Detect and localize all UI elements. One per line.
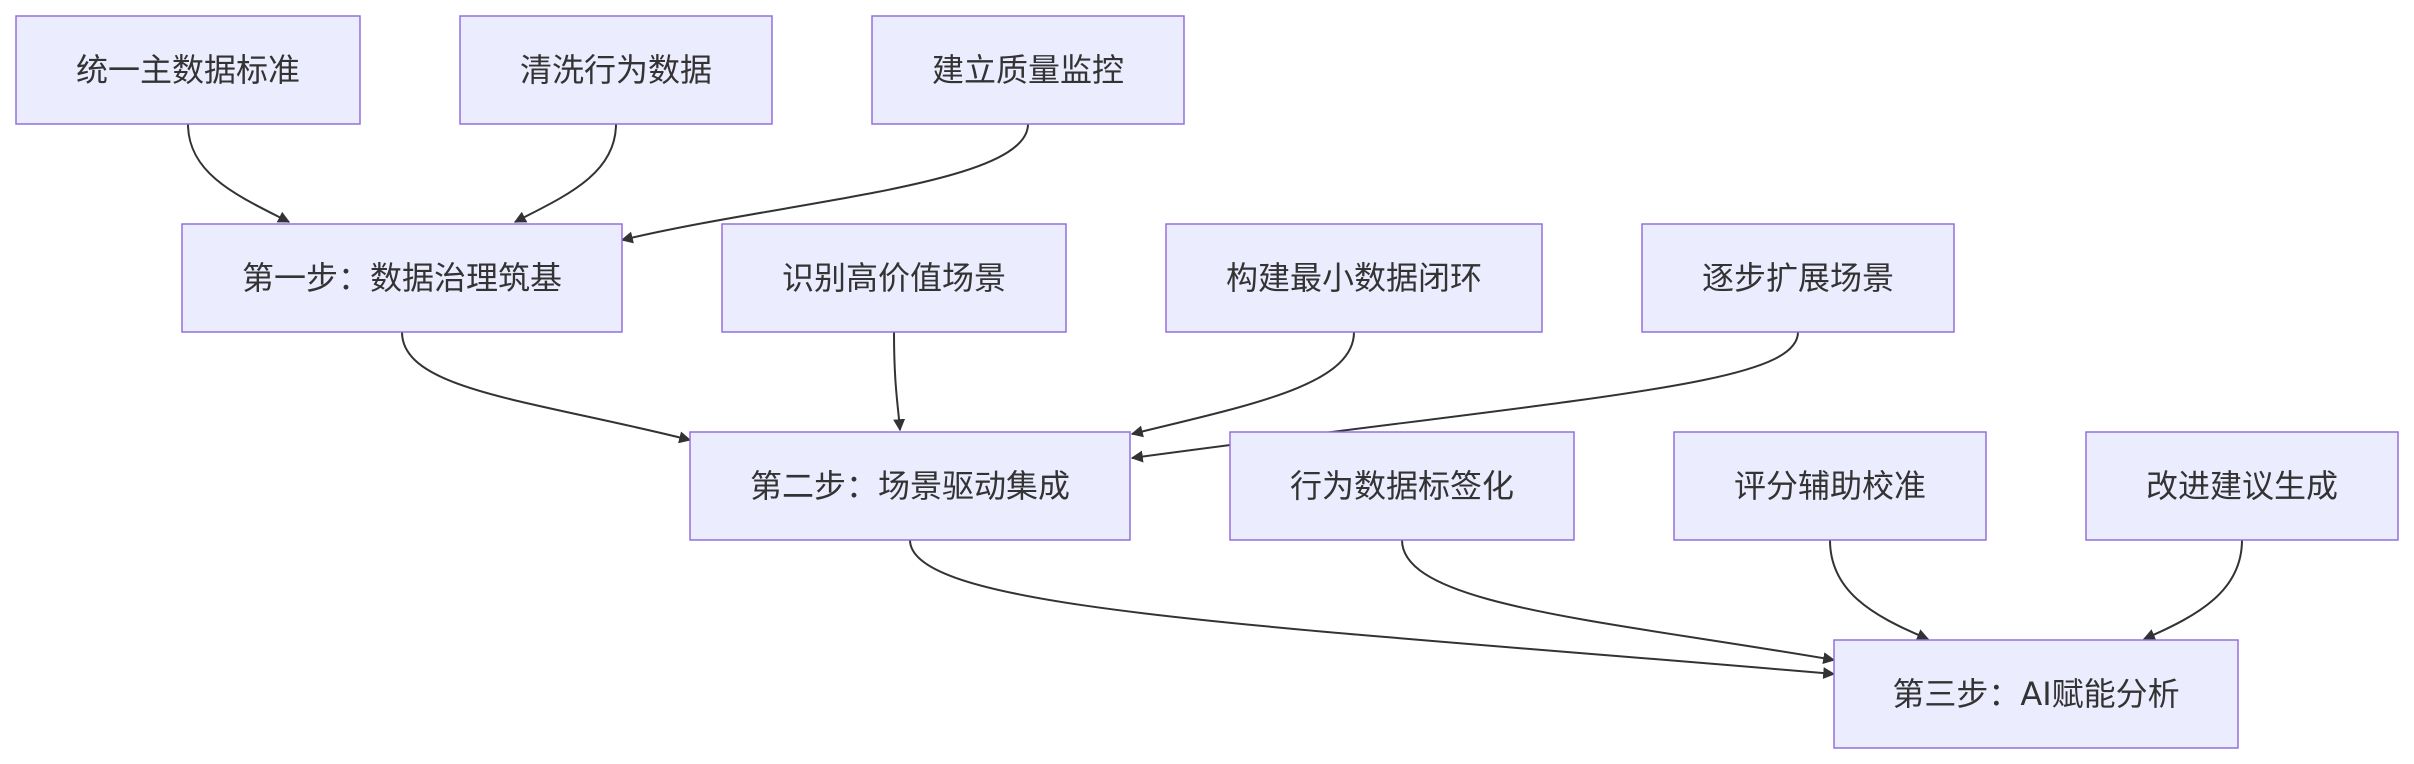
node-label: 改进建议生成 (2146, 467, 2338, 505)
edge-n4-to-s2 (893, 331, 906, 432)
edge-n8-to-s3 (1829, 539, 1930, 641)
node-clean-behavior-data[interactable]: 清洗行为数据 (459, 15, 773, 125)
node-score-calibration[interactable]: 评分辅助校准 (1673, 431, 1987, 541)
node-label: 第一步：数据治理筑基 (242, 259, 562, 297)
node-behavior-tagging[interactable]: 行为数据标签化 (1229, 431, 1575, 541)
node-label: 统一主数据标准 (76, 51, 300, 89)
edges-layer (187, 123, 2243, 680)
node-expand-scenarios[interactable]: 逐步扩展场景 (1641, 223, 1955, 333)
edge-s2-to-s3 (909, 539, 1836, 680)
edge-n9-to-s3 (2142, 539, 2243, 641)
edge-n5-to-s2 (1130, 331, 1355, 438)
node-step-two[interactable]: 第二步：场景驱动集成 (689, 431, 1131, 541)
node-label: 建立质量监控 (932, 51, 1124, 89)
node-label: 评分辅助校准 (1734, 467, 1926, 505)
node-label: 逐步扩展场景 (1702, 259, 1894, 297)
node-label: 构建最小数据闭环 (1226, 259, 1482, 297)
node-step-three[interactable]: 第三步：AI赋能分析 (1833, 639, 2239, 749)
edge-n3-to-s1 (620, 123, 1029, 244)
edge-s1-to-s2 (401, 331, 692, 444)
node-identify-high-value[interactable]: 识别高价值场景 (721, 223, 1067, 333)
node-label: 第三步：AI赋能分析 (1892, 675, 2179, 713)
edge-n2-to-s1 (513, 123, 617, 223)
node-label: 识别高价值场景 (782, 259, 1006, 297)
node-label: 行为数据标签化 (1290, 467, 1514, 505)
node-quality-monitoring[interactable]: 建立质量监控 (871, 15, 1185, 125)
node-unify-master-data[interactable]: 统一主数据标准 (15, 15, 361, 125)
node-step-one[interactable]: 第一步：数据治理筑基 (181, 223, 623, 333)
edge-n7-to-s3 (1401, 539, 1836, 665)
nodes-layer: 统一主数据标准 清洗行为数据 建立质量监控 第一步：数据治理筑基 识别高价值场景… (15, 15, 2399, 749)
node-minimal-data-loop[interactable]: 构建最小数据闭环 (1165, 223, 1543, 333)
node-label: 第二步：场景驱动集成 (750, 467, 1070, 505)
node-improvement-suggestions[interactable]: 改进建议生成 (2085, 431, 2399, 541)
node-label: 清洗行为数据 (520, 51, 712, 89)
edge-n1-to-s1 (187, 123, 291, 223)
